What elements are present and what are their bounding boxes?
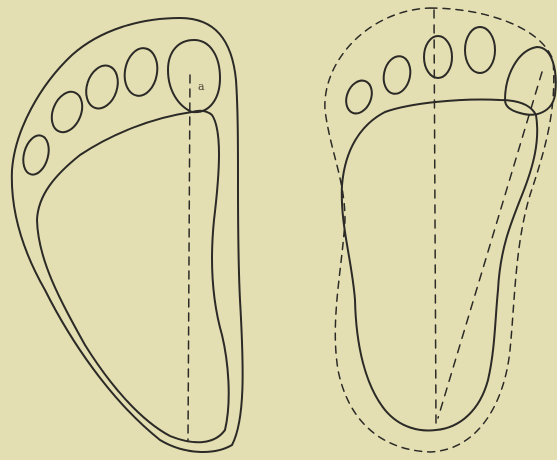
left-foot-marker: a bbox=[198, 80, 205, 93]
